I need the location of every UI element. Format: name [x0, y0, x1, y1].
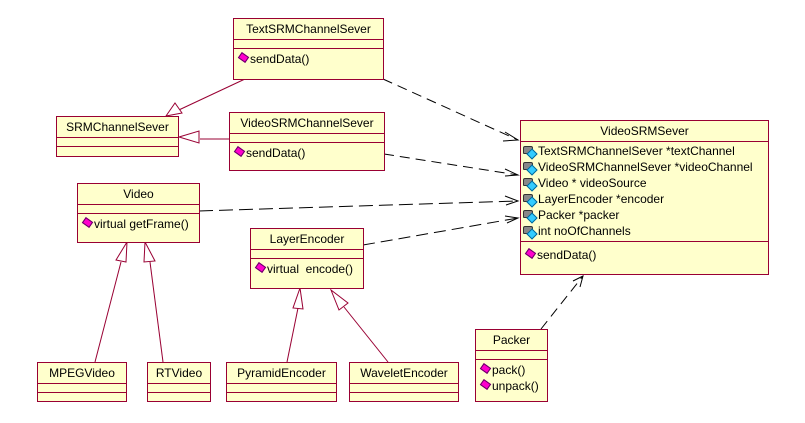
class-name: Packer — [476, 330, 547, 351]
attributes-compartment — [148, 384, 210, 393]
operations-compartment — [350, 393, 458, 405]
protected-attribute-icon — [523, 193, 538, 208]
public-operation-icon — [479, 363, 492, 374]
attributes-compartment: TextSRMChannelSever *textChannel VideoSR… — [521, 142, 768, 242]
class-video-srm-sever[interactable]: VideoSRMSever TextSRMChannelSever *textC… — [520, 120, 769, 275]
generalization-arrowhead — [292, 287, 304, 310]
dependency-arrowhead — [504, 215, 520, 224]
operation: sendData() — [236, 51, 381, 67]
attributes-compartment — [227, 384, 336, 393]
generalization-mpeg-to-video — [94, 261, 122, 363]
dependency-arrowhead — [504, 168, 520, 177]
public-operation-icon — [81, 217, 94, 228]
operations-compartment: sendData() — [521, 242, 768, 274]
operation: sendData() — [232, 145, 382, 161]
class-name: MPEGVideo — [38, 363, 126, 384]
class-srm-channel-sever[interactable]: SRMChannelSever — [56, 116, 179, 157]
public-operation-icon — [524, 248, 537, 259]
operations-compartment — [57, 147, 178, 159]
attribute: LayerEncoder *encoder — [523, 191, 766, 208]
class-name: Video — [78, 184, 199, 205]
protected-attribute-icon — [523, 161, 538, 176]
generalization-arrowhead — [164, 102, 183, 117]
class-name: WaveletEncoder — [350, 363, 458, 384]
generalization-arrowhead — [177, 130, 200, 144]
attribute: Packer *packer — [523, 207, 766, 224]
dependency-packer-to-server — [540, 275, 584, 330]
operations-compartment: pack() unpack() — [476, 360, 547, 401]
operation: virtual encode() — [253, 261, 361, 277]
operations-compartment — [148, 393, 210, 405]
generalization-wavelet-to-layer — [343, 306, 389, 363]
dependency-video-channel-to-server — [383, 153, 519, 176]
operations-compartment: virtual encode() — [251, 259, 363, 288]
generalization-arrowhead — [143, 240, 156, 263]
operation: pack() — [478, 362, 545, 378]
attributes-compartment — [234, 40, 383, 49]
operations-compartment: virtual getFrame() — [78, 214, 199, 242]
public-operation-icon — [237, 52, 250, 63]
class-name: VideoSRMSever — [521, 121, 768, 142]
class-pyramid-encoder[interactable]: PyramidEncoder — [226, 362, 337, 402]
attributes-compartment — [57, 138, 178, 147]
operation: sendData() — [523, 247, 766, 263]
class-name: VideoSRMChannelSever — [230, 113, 384, 134]
public-operation-icon — [233, 146, 246, 157]
operations-compartment: sendData() — [230, 143, 384, 170]
attributes-compartment — [38, 384, 126, 393]
protected-attribute-icon — [523, 177, 538, 192]
generalization-pyramid-to-layer — [286, 307, 299, 363]
attributes-compartment — [350, 384, 458, 393]
attribute: int noOfChannels — [523, 223, 766, 240]
dependency-text-to-server — [382, 78, 519, 141]
class-name: LayerEncoder — [251, 229, 363, 250]
generalization-arrowhead — [115, 241, 128, 263]
public-operation-icon — [479, 379, 492, 390]
attribute: VideoSRMChannelSever *videoChannel — [523, 159, 766, 176]
operation: unpack() — [478, 378, 545, 394]
dependency-arrowhead — [502, 131, 520, 142]
dependency-arrowhead — [572, 275, 584, 288]
protected-attribute-icon — [523, 209, 538, 224]
class-mpeg-video[interactable]: MPEGVideo — [37, 362, 127, 402]
attributes-compartment — [476, 351, 547, 360]
protected-attribute-icon — [523, 225, 538, 240]
operations-compartment — [227, 393, 336, 405]
generalization-rt-to-video — [149, 261, 164, 363]
class-text-srm-channel-sever[interactable]: TextSRMChannelSever sendData() — [233, 18, 384, 80]
attribute: Video * videoSource — [523, 175, 766, 192]
operation: virtual getFrame() — [80, 216, 197, 232]
attributes-compartment — [78, 205, 199, 214]
operations-compartment — [38, 393, 126, 405]
class-packer[interactable]: Packer pack() unpack() — [475, 329, 548, 402]
class-name: RTVideo — [148, 363, 210, 384]
class-name: PyramidEncoder — [227, 363, 336, 384]
dependency-arrowhead — [504, 195, 520, 206]
attributes-compartment — [251, 250, 363, 259]
protected-attribute-icon — [523, 145, 538, 160]
class-name: TextSRMChannelSever — [234, 19, 383, 40]
class-wavelet-encoder[interactable]: WaveletEncoder — [349, 362, 459, 402]
operations-compartment: sendData() — [234, 49, 383, 79]
class-name: SRMChannelSever — [57, 117, 178, 138]
dependency-layer-to-server — [362, 217, 519, 246]
class-video-srm-channel-sever[interactable]: VideoSRMChannelSever sendData() — [229, 112, 385, 171]
public-operation-icon — [254, 262, 267, 273]
class-rt-video[interactable]: RTVideo — [147, 362, 211, 402]
dependency-video-to-server — [198, 200, 519, 212]
generalization-arrowhead — [329, 288, 349, 311]
attribute: TextSRMChannelSever *textChannel — [523, 143, 766, 160]
class-layer-encoder[interactable]: LayerEncoder virtual encode() — [250, 228, 364, 289]
attributes-compartment — [230, 134, 384, 143]
class-video[interactable]: Video virtual getFrame() — [77, 183, 200, 243]
